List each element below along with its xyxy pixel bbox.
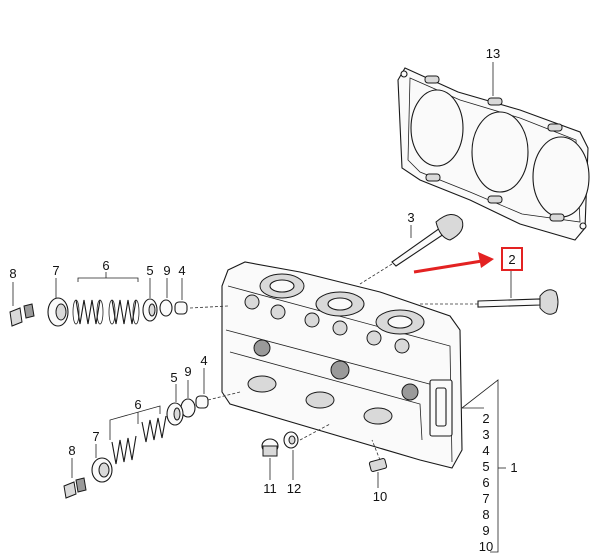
- assembly-item[interactable]: 8: [482, 507, 489, 522]
- valve-springs-upper[interactable]: [72, 299, 140, 325]
- assembly-item[interactable]: 7: [482, 491, 489, 506]
- plug-11[interactable]: [261, 438, 279, 457]
- callout-13[interactable]: 13: [486, 46, 500, 61]
- valve-springs-lower[interactable]: [111, 415, 167, 465]
- callout-6-lower[interactable]: 6: [134, 397, 141, 412]
- assembly-item[interactable]: 6: [482, 475, 489, 490]
- upper-valve-train: [9, 297, 188, 327]
- assembly-item[interactable]: 3: [482, 427, 489, 442]
- exhaust-valve[interactable]: [477, 289, 559, 315]
- washer-12[interactable]: [283, 431, 299, 449]
- callout-2[interactable]: 2: [508, 252, 515, 267]
- assembly-item[interactable]: 9: [482, 523, 489, 538]
- valve-spring-seat-lower[interactable]: [166, 402, 184, 426]
- callout-9-lower[interactable]: 9: [184, 364, 191, 379]
- assembly-item[interactable]: 4: [482, 443, 489, 458]
- callout-8-upper[interactable]: 8: [9, 266, 16, 281]
- callout-11[interactable]: 11: [263, 481, 277, 496]
- valve-guide-lower[interactable]: [195, 395, 209, 409]
- callout-7-upper[interactable]: 7: [52, 263, 59, 278]
- callout-7-lower[interactable]: 7: [92, 429, 99, 444]
- assembly-list: 2 3 4 5 6 7 8 9 10: [479, 411, 493, 554]
- callout-5-upper[interactable]: 5: [146, 263, 153, 278]
- highlight-arrow-shaft: [413, 259, 483, 274]
- valve-guide-upper[interactable]: [174, 301, 188, 315]
- cylinder-head[interactable]: [221, 261, 463, 469]
- lower-valve-train: [63, 395, 209, 499]
- callout-4-lower[interactable]: 4: [200, 353, 207, 368]
- assembly-item[interactable]: 10: [479, 539, 493, 554]
- callout-8-lower[interactable]: 8: [68, 443, 75, 458]
- callout-5-lower[interactable]: 5: [170, 370, 177, 385]
- callout-6-upper[interactable]: 6: [102, 258, 109, 273]
- callout-4-upper[interactable]: 4: [178, 263, 185, 278]
- highlight-arrow-head: [478, 252, 494, 268]
- valve-spring-retainer-lower[interactable]: [91, 457, 113, 483]
- callout-10[interactable]: 10: [373, 489, 387, 504]
- callout-3[interactable]: 3: [407, 210, 414, 225]
- highlight-box: [501, 247, 523, 271]
- valve-keeper-lower[interactable]: [63, 477, 87, 499]
- callout-12[interactable]: 12: [287, 481, 301, 496]
- valve-keeper-upper[interactable]: [9, 303, 35, 327]
- head-gasket[interactable]: [397, 67, 590, 241]
- callout-labels: 13 3 2 8 7 6 5 9 4 9 4 5 6 7 8 11 12 10 …: [9, 46, 517, 504]
- callout-9-upper[interactable]: 9: [163, 263, 170, 278]
- valve-spring-seat-upper[interactable]: [142, 298, 158, 322]
- stud-10[interactable]: [368, 458, 388, 472]
- callout-1[interactable]: 1: [510, 460, 517, 475]
- valve-spring-retainer-upper[interactable]: [47, 297, 69, 327]
- intake-valve[interactable]: [391, 214, 464, 267]
- assembly-item[interactable]: 2: [482, 411, 489, 426]
- valve-stem-seal-upper[interactable]: [159, 299, 173, 317]
- assembly-item[interactable]: 5: [482, 459, 489, 474]
- highlight-marker: [413, 247, 523, 274]
- leader-lines: [12, 62, 512, 553]
